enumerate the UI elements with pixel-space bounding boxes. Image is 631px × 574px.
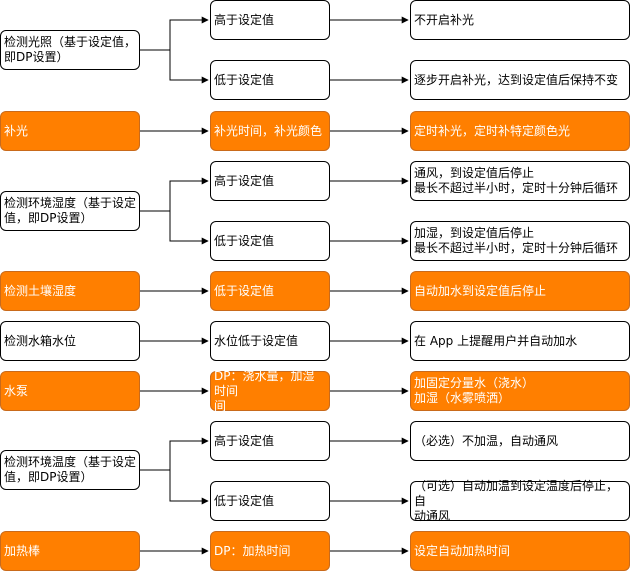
light-high-condition: 高于设定值 xyxy=(210,0,330,40)
soil-humidity-node: 检测土壤湿度 xyxy=(0,271,140,311)
temperature-detect-node: 检测环境温度（基于设定 值，即DP设置） xyxy=(0,450,140,490)
heater-result: 设定自动加热时间 xyxy=(410,531,630,571)
pump-condition: DP：浇水量，加湿时间 间 xyxy=(210,369,330,413)
water-tank-result: 在 App 上提醒用户并自动加水 xyxy=(410,321,630,361)
humidity-high-result: 通风，到设定值后停止 最长不超过半小时，定时十分钟后循环 xyxy=(410,161,630,201)
light-low-result: 逐步开启补光，达到设定值后保持不变 xyxy=(410,60,630,100)
humidity-high-condition: 高于设定值 xyxy=(210,161,330,201)
supplement-light-node: 补光 xyxy=(0,111,140,151)
temperature-high-result: （必选）不加温，自动通风 xyxy=(410,421,630,461)
supplement-light-condition: 补光时间，补光颜色 xyxy=(210,111,330,151)
temperature-low-condition: 低于设定值 xyxy=(210,481,330,521)
humidity-low-condition: 低于设定值 xyxy=(210,221,330,261)
temperature-high-condition: 高于设定值 xyxy=(210,421,330,461)
humidity-detect-node: 检测环境湿度（基于设定 值，即DP设置） xyxy=(0,191,140,231)
light-low-condition: 低于设定值 xyxy=(210,60,330,100)
heater-condition: DP：加热时间 xyxy=(210,531,330,571)
temperature-low-result: （可选）自动加温到设定温度后停止，自 动通风 xyxy=(410,479,630,523)
soil-humidity-condition: 低于设定值 xyxy=(210,271,330,311)
pump-result: 加固定分量水（浇水） 加湿（水雾喷洒） xyxy=(410,371,630,411)
light-high-result: 不开启补光 xyxy=(410,0,630,40)
heater-node: 加热棒 xyxy=(0,531,140,571)
light-detect-node: 检测光照（基于设定值， 即DP设置） xyxy=(0,30,140,70)
water-tank-node: 检测水箱水位 xyxy=(0,321,140,361)
soil-humidity-result: 自动加水到设定值后停止 xyxy=(410,271,630,311)
water-tank-condition: 水位低于设定值 xyxy=(210,321,330,361)
pump-node: 水泵 xyxy=(0,371,140,411)
supplement-light-result: 定时补光，定时补特定颜色光 xyxy=(410,111,630,151)
humidity-low-result: 加湿，到设定值后停止 最长不超过半小时，定时十分钟后循环 xyxy=(410,221,630,261)
